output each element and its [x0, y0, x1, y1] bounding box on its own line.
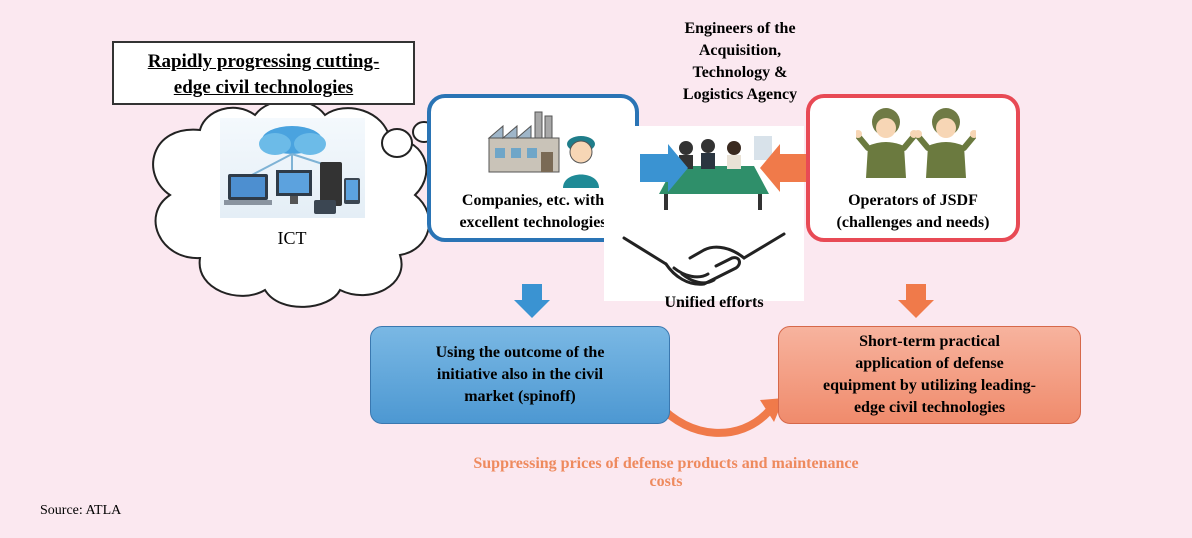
companies-line-1: Companies, etc. with [461, 192, 605, 209]
right-arrow-icon [640, 144, 688, 192]
application-line-3: equipment by utilizing leading- [823, 377, 1036, 394]
application-line-2: application of defense [855, 355, 1004, 372]
application-line-1: Short-term practical [859, 333, 1000, 350]
title-box: Rapidly progressing cutting- edge civil … [112, 41, 415, 105]
agency-line-1: Engineers of the [684, 20, 796, 37]
spinoff-box: Using the outcome of the initiative also… [370, 326, 670, 424]
operators-line-1: Operators of JSDF [848, 192, 978, 209]
meeting-icon [659, 136, 772, 210]
spinoff-line-2: initiative also in the civil [436, 366, 604, 383]
suppress-costs-label: Suppressing prices of defense products a… [473, 455, 859, 490]
down-arrow-blue-icon [514, 284, 550, 318]
spinoff-line-3: market (spinoff) [464, 388, 576, 405]
title-line-1: Rapidly progressing cutting- [147, 51, 380, 72]
ict-devices-icon [220, 118, 365, 218]
ict-label: ICT [277, 228, 307, 248]
agency-title: Engineers of the Acquisition, Technology… [640, 18, 840, 106]
source-label: Source: ATLA [40, 503, 122, 518]
application-box: Short-term practical application of defe… [778, 326, 1081, 424]
handshake-panel [604, 126, 804, 301]
curved-arrow-icon [654, 400, 772, 437]
operators-line-2: (challenges and needs) [836, 214, 990, 231]
title-line-2: edge civil technologies [173, 77, 354, 98]
application-line-4: edge civil technologies [853, 399, 1006, 416]
companies-line-2: excellent technologies [459, 214, 607, 231]
agency-line-3: Technology & [692, 64, 788, 81]
spinoff-line-1: Using the outcome of the [435, 344, 605, 361]
companies-card: Companies, etc. with excellent technolog… [427, 94, 639, 242]
left-arrow-icon [760, 144, 806, 192]
down-arrow-orange-icon [898, 284, 934, 318]
agency-line-4: Logistics Agency [682, 86, 798, 103]
handshake-icon [622, 232, 786, 286]
agency-line-2: Acquisition, [698, 42, 782, 59]
unified-efforts-label: Unified efforts [664, 294, 764, 311]
factory-icon [487, 111, 560, 173]
worker-icon [563, 136, 599, 188]
operators-card: Operators of JSDF (challenges and needs) [806, 94, 1020, 242]
soldier-icon [856, 108, 976, 178]
